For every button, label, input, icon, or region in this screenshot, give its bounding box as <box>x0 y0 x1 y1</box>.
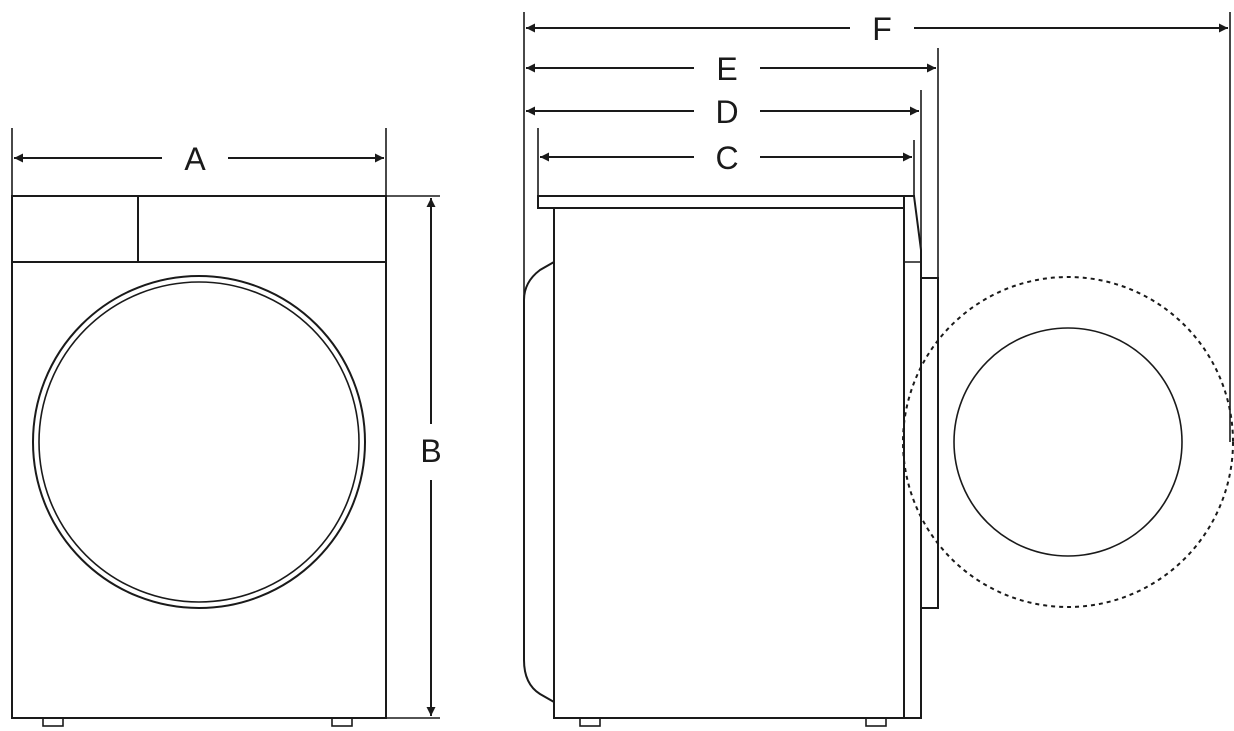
dimension-a-label: A <box>184 141 206 177</box>
side-foot-left <box>579 717 601 727</box>
front-view <box>11 128 440 727</box>
dimension-c-label: C <box>715 140 738 176</box>
dimension-c: C <box>540 137 912 177</box>
dimension-e: E <box>526 48 936 88</box>
side-back-panel <box>904 195 922 719</box>
side-top-plate <box>537 195 905 209</box>
front-foot-right <box>331 717 353 727</box>
dimension-b: B <box>412 198 452 716</box>
open-door-swing <box>902 276 1234 608</box>
open-door-glass <box>953 327 1183 557</box>
side-back-plate <box>920 277 939 609</box>
dimension-a: A <box>14 138 384 178</box>
side-foot-right <box>865 717 887 727</box>
side-view <box>523 12 1234 727</box>
dimension-f: F <box>526 8 1228 48</box>
front-door-inner <box>38 281 360 603</box>
dimension-d: D <box>526 91 919 131</box>
dimension-f-label: F <box>872 11 892 47</box>
front-door-outer <box>32 275 366 609</box>
front-cabinet <box>11 195 387 719</box>
side-body <box>553 207 905 719</box>
dimension-d-label: D <box>715 94 738 130</box>
front-foot-left <box>42 717 64 727</box>
side-door-bulge <box>523 261 555 703</box>
dimension-b-label: B <box>420 433 441 469</box>
dimension-e-label: E <box>716 51 737 87</box>
